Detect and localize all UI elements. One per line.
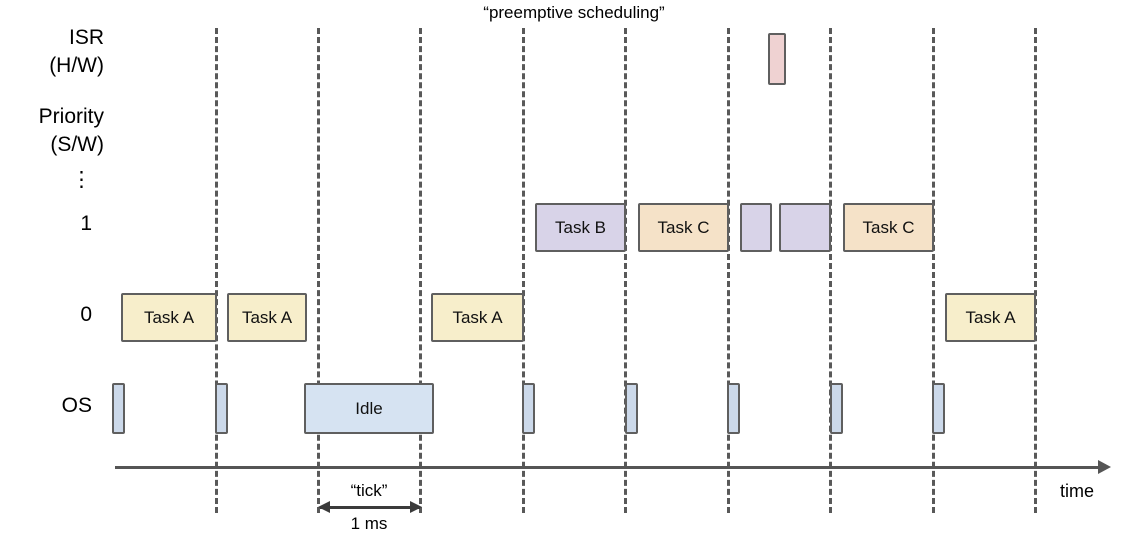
row-label-isr-line1: ISR xyxy=(68,26,104,49)
block-prio1-plain-4 xyxy=(779,203,831,252)
time-axis-line xyxy=(115,466,1100,469)
block-os-os-10 xyxy=(112,383,125,434)
tick-measure-arrow-left xyxy=(318,501,330,513)
block-prio0-task-a-8: Task A xyxy=(431,293,524,342)
row-label-priority-line1: Priority xyxy=(38,105,104,128)
block-prio0-task-a-7: Task A xyxy=(227,293,307,342)
tick-duration-label: 1 ms xyxy=(350,514,388,533)
block-os-os-14 xyxy=(625,383,638,434)
block-os-os-13 xyxy=(522,383,535,434)
grid-line-8 xyxy=(1034,28,1037,513)
tick-measure-arrow-right xyxy=(410,501,422,513)
grid-line-3 xyxy=(522,28,525,513)
block-os-os-11 xyxy=(215,383,228,434)
grid-line-4 xyxy=(624,28,627,513)
block-os-os-17 xyxy=(932,383,945,434)
row-label-os: OS xyxy=(61,394,92,417)
block-os-idle-12: Idle xyxy=(304,383,434,434)
diagram-title: “preemptive scheduling” xyxy=(483,3,665,22)
grid-line-0 xyxy=(215,28,218,513)
tick-label: “tick” xyxy=(350,481,388,500)
grid-line-2 xyxy=(419,28,422,513)
block-prio1-task-b-1: Task B xyxy=(535,203,626,252)
block-prio1-task-c-2: Task C xyxy=(638,203,729,252)
time-axis-label: time xyxy=(1060,481,1095,501)
row-label-ellipsis: ⋮ xyxy=(71,168,92,191)
grid-line-1 xyxy=(317,28,320,513)
block-os-os-15 xyxy=(727,383,740,434)
block-prio0-task-a-6: Task A xyxy=(121,293,217,342)
time-axis-arrowhead xyxy=(1098,460,1111,474)
grid-line-5 xyxy=(727,28,730,513)
block-os-os-16 xyxy=(830,383,843,434)
row-label-isr-line2: (H/W) xyxy=(49,54,104,77)
grid-line-7 xyxy=(932,28,935,513)
tick-measure-line xyxy=(320,506,420,509)
block-isr-isr-0 xyxy=(768,33,786,85)
block-prio0-task-a-9: Task A xyxy=(945,293,1036,342)
block-prio1-task-c-5: Task C xyxy=(843,203,934,252)
row-label-priority-line2: (S/W) xyxy=(50,133,104,156)
block-prio1-plain-3 xyxy=(740,203,772,252)
grid-line-6 xyxy=(829,28,832,513)
row-label-priority-1: 1 xyxy=(80,212,92,235)
row-label-priority-0: 0 xyxy=(80,303,92,326)
